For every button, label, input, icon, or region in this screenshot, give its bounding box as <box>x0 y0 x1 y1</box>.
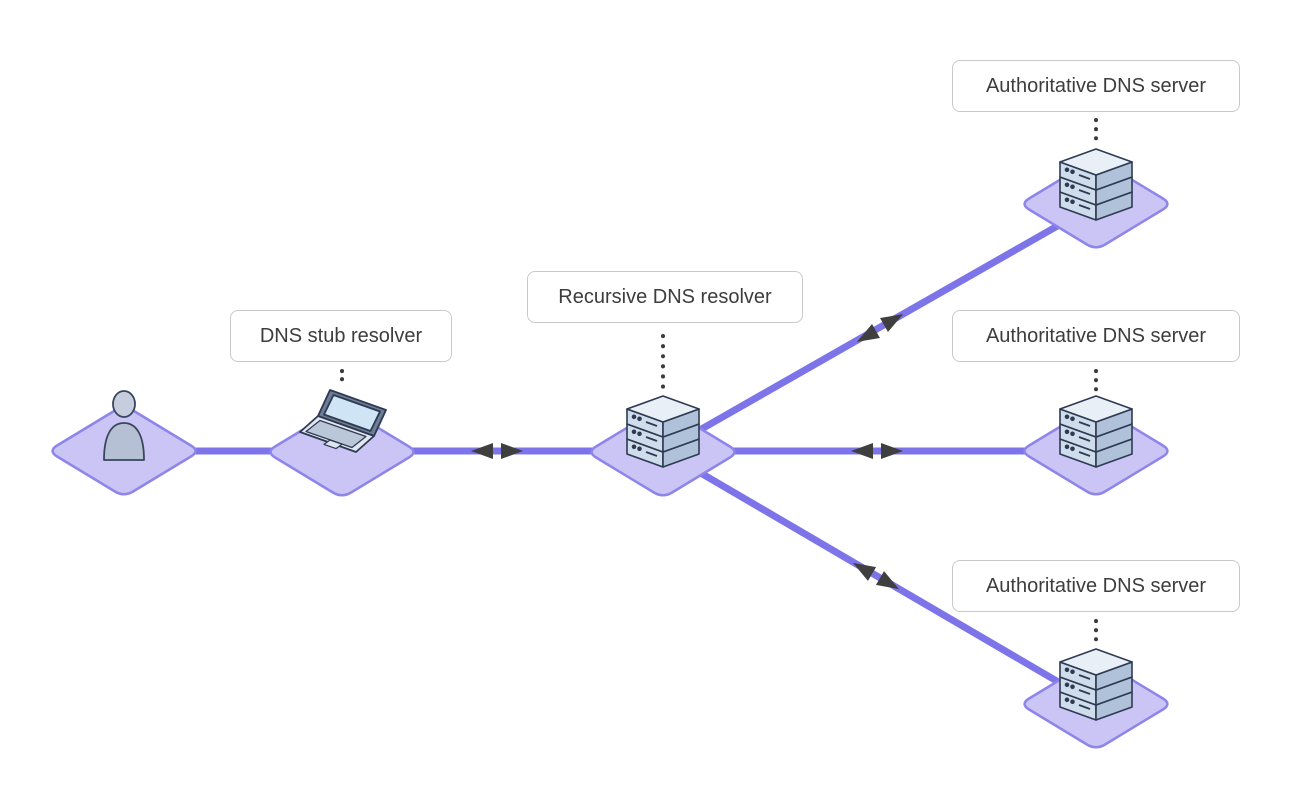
label-authoritative-dns-server-middle: Authoritative DNS server <box>952 310 1240 362</box>
server-icon-auth-middle <box>1059 395 1133 468</box>
label-recursive-dns-resolver: Recursive DNS resolver <box>527 271 803 323</box>
arrow-left-icon <box>851 443 873 459</box>
label-dns-stub-resolver: DNS stub resolver <box>230 310 452 362</box>
link-resolver-auth-bottom <box>659 447 1100 708</box>
server-icon-resolver <box>626 395 700 468</box>
arrow-right-icon <box>881 443 903 459</box>
arrow-left-icon <box>471 443 493 459</box>
arrow-right-icon <box>501 443 523 459</box>
link-resolver-auth-top <box>659 200 1100 455</box>
server-icon-auth-top <box>1059 148 1133 221</box>
label-connectors <box>340 118 1098 644</box>
label-authoritative-dns-server-bottom: Authoritative DNS server <box>952 560 1240 612</box>
label-authoritative-dns-server-top: Authoritative DNS server <box>952 60 1240 112</box>
server-icon-auth-bottom <box>1059 648 1133 721</box>
